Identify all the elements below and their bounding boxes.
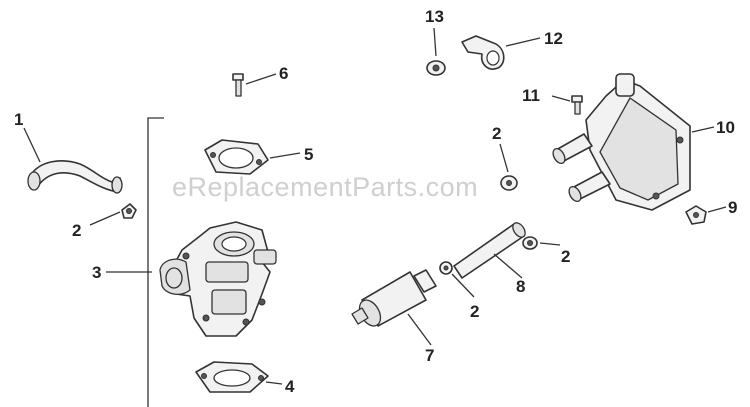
leader-13 [433, 27, 437, 57]
callout-8: 8 [516, 277, 525, 296]
callout-6: 6 [279, 64, 288, 83]
callout-12: 12 [544, 29, 563, 48]
part-8-fuel-line [453, 222, 526, 279]
callout-13: 13 [425, 7, 444, 26]
callout-2d: 2 [470, 302, 479, 321]
callout-2b: 2 [492, 124, 501, 143]
leader-9 [707, 206, 727, 213]
part-9-nut [685, 205, 707, 225]
part-1-hose [27, 160, 123, 194]
part-6-bolt [232, 73, 244, 97]
callout-9: 9 [728, 198, 737, 217]
leader-1 [23, 127, 41, 163]
leader-8 [493, 253, 523, 279]
leader-7 [407, 313, 432, 346]
part-4-gasket [195, 361, 269, 393]
part-11-screw [571, 95, 583, 115]
callout-10: 10 [716, 118, 735, 137]
leader-2c [539, 242, 561, 246]
leader-10 [691, 126, 715, 133]
part-2-washer-c [522, 236, 538, 250]
callout-3: 3 [92, 263, 101, 282]
watermark: eReplacementParts.com [172, 172, 478, 202]
leader-2d [451, 273, 475, 298]
part-3-carburetor [159, 221, 277, 337]
callout-4: 4 [285, 377, 295, 396]
callout-5: 5 [304, 145, 313, 164]
part-13-screw [426, 60, 446, 76]
leader-11 [551, 95, 571, 102]
callout-2a: 2 [72, 221, 81, 240]
callout-7: 7 [425, 346, 434, 365]
part-2-washer-d [439, 261, 453, 275]
leader-5 [269, 152, 301, 159]
leader-2b [499, 143, 509, 173]
assembly-bracket [147, 117, 164, 407]
part-10-fuel-pump [552, 73, 691, 211]
leader-12 [505, 37, 541, 47]
callout-1: 1 [14, 110, 23, 129]
callout-2c: 2 [561, 247, 570, 266]
leader-2a [89, 211, 121, 226]
part-2-washer-a [121, 203, 137, 219]
part-2-washer-b [500, 175, 518, 191]
callout-11: 11 [522, 86, 540, 105]
part-7-fuel-filter [351, 269, 437, 327]
part-12-clamp [461, 35, 505, 70]
leader-6 [245, 73, 277, 85]
part-5-gasket [204, 139, 269, 175]
leader-4 [265, 381, 283, 385]
